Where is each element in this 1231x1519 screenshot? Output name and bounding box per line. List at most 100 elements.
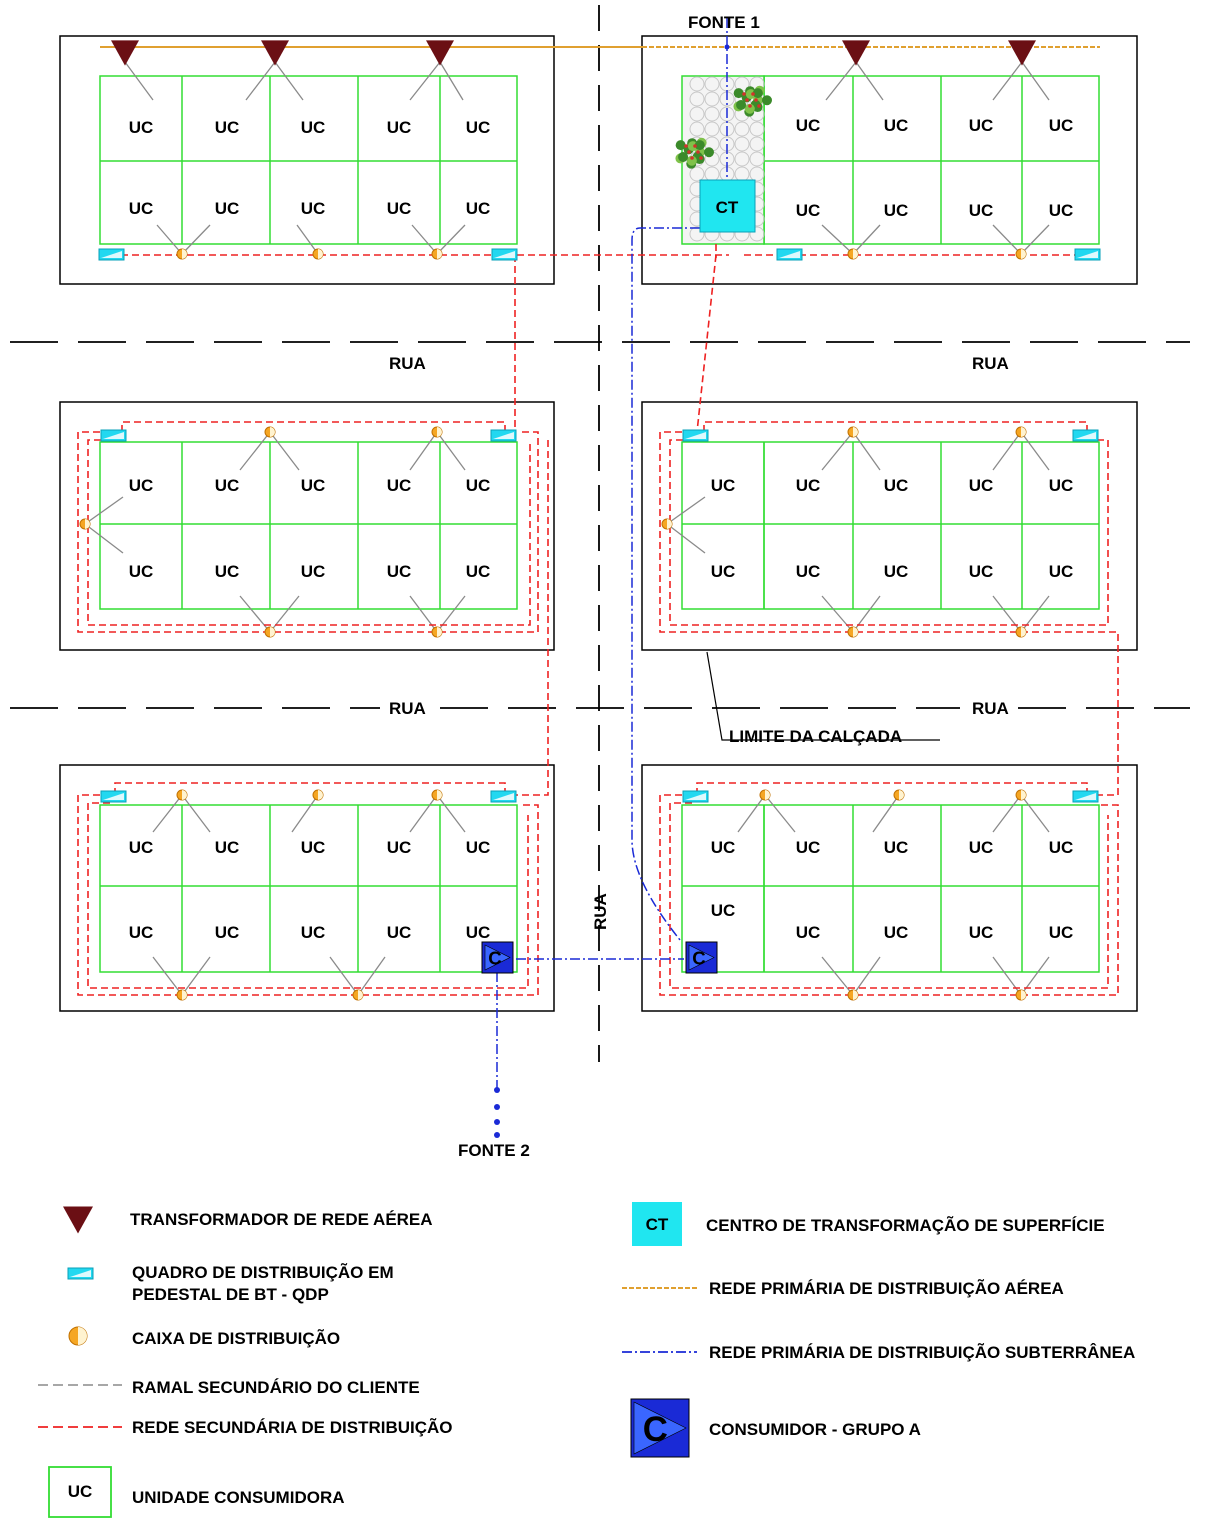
distribution-box-half — [437, 427, 442, 437]
uc-label: UC — [215, 118, 240, 137]
tree-leaf — [733, 88, 744, 99]
tree-leaf — [761, 95, 772, 106]
distribution-box-half — [182, 249, 187, 259]
service-drop — [872, 794, 900, 833]
uc-grid-left — [99, 804, 518, 973]
uc-label: UC — [215, 476, 240, 495]
tree-leaf — [703, 147, 714, 158]
service-drop — [409, 431, 438, 471]
paving-stone — [704, 121, 720, 137]
service-drop — [181, 794, 211, 833]
uc-label: UC — [215, 562, 240, 581]
service-drop — [825, 61, 857, 101]
distribution-box-half — [182, 990, 187, 1000]
legend-ct-text: CENTRO DE TRANSFORMAÇÃO DE SUPERFÍCIE — [706, 1215, 1105, 1235]
service-drop — [1020, 224, 1050, 255]
distribution-box-half — [318, 790, 323, 800]
uc-label: UC — [796, 201, 821, 220]
legend-qdp-text-line2: PEDESTAL DE BT - QDP — [132, 1285, 329, 1304]
legend-consumer-icon-arrow — [633, 1401, 687, 1455]
sidewalk-limit-label: LIMITE DA CALÇADA — [729, 727, 902, 746]
uc-label: UC — [301, 838, 326, 857]
tree-leaf — [675, 140, 686, 151]
uc-label: UC — [387, 476, 412, 495]
secondary-loop — [87, 802, 529, 989]
uc-label: UC — [796, 562, 821, 581]
paving-stone — [704, 106, 720, 122]
secondary-loop — [114, 782, 506, 795]
service-drop — [239, 431, 271, 471]
streets — [10, 5, 1190, 1062]
tree-flower — [693, 144, 697, 148]
uc-label: UC — [969, 562, 994, 581]
service-drop — [357, 956, 386, 996]
distribution-box-half — [853, 427, 858, 437]
service-drop — [992, 431, 1022, 471]
qdp-pedestal-mark — [101, 251, 122, 258]
service-drop — [737, 794, 766, 833]
service-drop — [666, 523, 706, 554]
legend-ct-box — [632, 1202, 682, 1246]
tree-leaf — [678, 151, 689, 162]
sidewalk-limit-leader — [706, 651, 940, 741]
distribution-box-half — [853, 627, 858, 637]
uc-label: UC — [796, 476, 821, 495]
service-drop — [409, 595, 438, 633]
tree-leaf — [744, 103, 755, 114]
service-drop — [411, 224, 438, 255]
uc-label: UC — [387, 118, 412, 137]
tree-flower — [684, 144, 688, 148]
service-drop — [852, 431, 881, 471]
primary-network — [100, 18, 1100, 1138]
secondary-loop — [77, 431, 539, 633]
uc-grid-right — [681, 441, 1100, 610]
street-label: RUA — [972, 699, 1009, 718]
uc-label: UC — [129, 838, 154, 857]
service-drop — [1020, 431, 1050, 471]
service-drop — [821, 956, 854, 996]
consumer-group-a-letter: C — [692, 947, 705, 968]
aerial-transformer — [426, 40, 454, 66]
service-drop — [269, 431, 300, 471]
service-drop — [152, 794, 183, 833]
paving-stone — [689, 166, 705, 182]
service-drop — [181, 224, 211, 255]
distribution-box-half — [85, 519, 90, 529]
consumer-group-a-arrow — [484, 944, 511, 971]
secondary-loop — [659, 794, 1119, 996]
legend: TRANSFORMADOR DE REDE AÉREA QUADRO DE DI… — [38, 1202, 1135, 1518]
qdp-pedestal-mark — [685, 432, 706, 439]
service-drop — [409, 61, 441, 101]
secondary-loop — [659, 431, 1119, 796]
uc-label: UC — [969, 116, 994, 135]
service-drop — [152, 956, 183, 996]
ct-box — [699, 179, 756, 233]
legend-secondary-text: REDE SECUNDÁRIA DE DISTRIBUIÇÃO — [132, 1417, 453, 1437]
uc-label: UC — [129, 562, 154, 581]
fonte2-node — [494, 1087, 500, 1093]
city-block — [59, 764, 555, 1012]
service-drop — [156, 224, 183, 255]
paving-stone — [734, 151, 750, 167]
service-drop — [245, 61, 276, 101]
uc-label: UC — [884, 562, 909, 581]
secondary-network — [77, 244, 1119, 996]
distribution-box-half — [1021, 990, 1026, 1000]
distribution-box-half — [899, 790, 904, 800]
legend-ramal-text: RAMAL SECUNDÁRIO DO CLIENTE — [132, 1378, 420, 1397]
distribution-box-half — [270, 627, 275, 637]
distribution-box-half — [1021, 427, 1026, 437]
distribution-box-half — [853, 249, 858, 259]
paving-stone — [749, 226, 765, 242]
uc-label: UC — [466, 838, 491, 857]
qdp-pedestal-mark — [103, 793, 124, 800]
tree-leaf — [694, 140, 705, 151]
legend-uc-text: UNIDADE CONSUMIDORA — [132, 1488, 345, 1507]
secondary-loop — [87, 439, 531, 626]
uc-label: UC — [466, 923, 491, 942]
uc-label: UC — [796, 116, 821, 135]
uc-label: UC — [711, 562, 736, 581]
service-drop — [1021, 61, 1050, 101]
legend-ct-label: CT — [646, 1215, 669, 1234]
aerial-transformer — [261, 40, 289, 66]
